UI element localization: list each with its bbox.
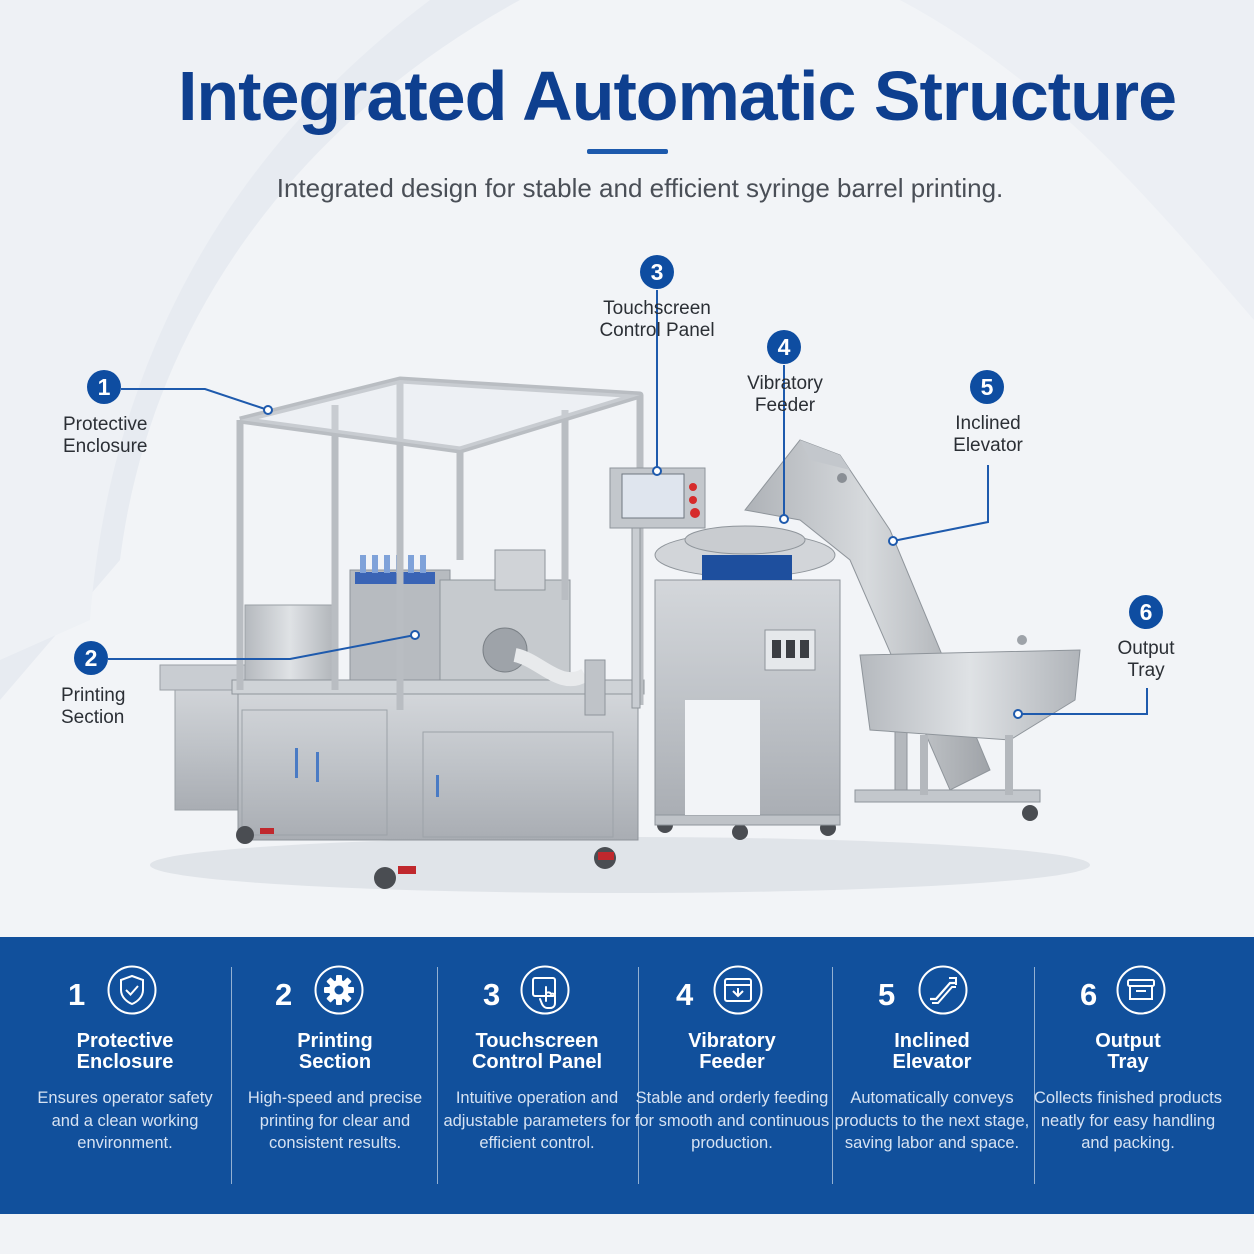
feature-protective-enclosure: 1 Protective Enclosure Ensures operator … (25, 965, 225, 1205)
feeder-box-icon (713, 965, 763, 1015)
feature-number: 3 (483, 977, 501, 1012)
feature-number: 6 (1080, 977, 1098, 1012)
aux-cabinet (174, 679, 241, 811)
output-tray (854, 635, 1081, 803)
feature-divider (231, 967, 232, 1184)
feature-title: Output Tray (1095, 1030, 1161, 1073)
callout-label-vibratory-feeder: Vibratory Feeder (747, 373, 823, 416)
callout-number-6: 6 (1129, 595, 1163, 629)
shield-check-icon (107, 965, 157, 1015)
inclined-elevator-icon (918, 965, 968, 1015)
feature-description: High-speed and precise printing for clea… (247, 1089, 423, 1152)
feature-title: Protective Enclosure (76, 1030, 174, 1073)
feature-number: 4 (676, 977, 694, 1012)
feature-number: 5 (878, 977, 896, 1012)
touchscreen-control-box (609, 467, 706, 709)
feature-vibratory-feeder: 4 Vibratory Feeder Stable and orderly fe… (632, 965, 832, 1205)
feature-number: 1 (68, 977, 86, 1012)
footer-strip (0, 1214, 1254, 1254)
title-underline (587, 149, 668, 154)
feature-title: Inclined Elevator (892, 1030, 972, 1073)
feature-description: Collects finished products neatly for ea… (1033, 1089, 1222, 1152)
feature-printing-section: 2 Printing Section High-speed and precis… (235, 965, 435, 1205)
feature-number: 2 (275, 977, 293, 1012)
feature-divider (1034, 967, 1035, 1184)
callout-label-output-tray: Output Tray (1117, 638, 1175, 681)
main-cabinet (237, 689, 639, 841)
page-title: Integrated Automatic Structure (177, 57, 1177, 135)
feature-description: Stable and orderly feeding for smooth an… (634, 1089, 830, 1152)
vibratory-feeder (654, 525, 841, 826)
feature-title: Vibratory Feeder (688, 1030, 776, 1073)
gear-icon (314, 965, 364, 1015)
callout-number-1: 1 (87, 370, 121, 404)
output-tray-icon (1116, 965, 1166, 1015)
callout-label-touchscreen-control-panel: Touchscreen Control Panel (599, 298, 715, 341)
feature-title: Touchscreen Control Panel (471, 1030, 602, 1073)
callout-label-inclined-elevator: Inclined Elevator (953, 413, 1023, 456)
feature-description: Intuitive operation and adjustable param… (443, 1089, 631, 1152)
floor-shadow (150, 837, 1090, 893)
callout-number-5: 5 (970, 370, 1004, 404)
feature-touchscreen-control-panel: 3 Touchscreen Control Panel Intuitive op… (437, 965, 637, 1205)
callout-label-printing-section: Printing Section (61, 685, 126, 728)
feature-description: Automatically conveys products to the ne… (834, 1089, 1030, 1152)
feature-divider (437, 967, 438, 1184)
callout-anchor-dots (263, 405, 1023, 719)
feature-panel: 1 Protective Enclosure Ensures operator … (0, 937, 1254, 1214)
callout-number-3: 3 (640, 255, 674, 289)
feature-inclined-elevator: 5 Inclined Elevator Automatically convey… (832, 965, 1032, 1205)
feature-output-tray: 6 Output Tray Collects finished products… (1028, 965, 1228, 1205)
touchscreen-hand-icon (520, 965, 570, 1015)
callout-number-2: 2 (74, 641, 108, 675)
feature-divider (638, 967, 639, 1184)
feature-description: Ensures operator safety and a clean work… (37, 1089, 213, 1152)
callout-leader-lines (108, 290, 1148, 715)
callout-number-4: 4 (767, 330, 801, 364)
left-hopper (244, 604, 336, 686)
callout-label-protective-enclosure: Protective Enclosure (63, 414, 148, 457)
machine-illustration (108, 290, 1148, 893)
feature-title: Printing Section (297, 1030, 373, 1073)
page-subtitle: Integrated design for stable and efficie… (276, 173, 1004, 203)
feature-divider (832, 967, 833, 1184)
